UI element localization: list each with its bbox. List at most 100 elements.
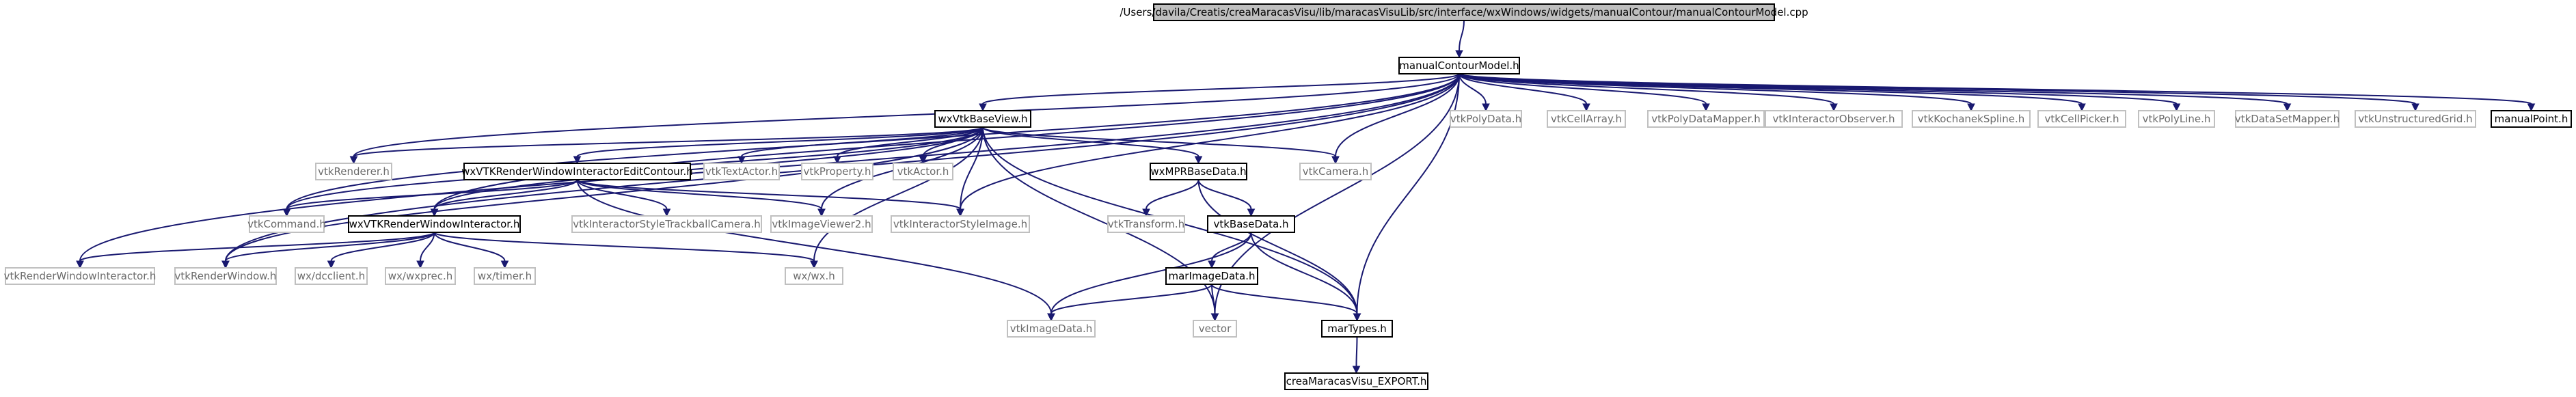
node-label: manualPoint.h xyxy=(2495,113,2568,125)
node-label: vtkCellPicker.h xyxy=(2044,113,2119,125)
edge-rwiec-to-viewer2 xyxy=(576,179,826,217)
edge-line xyxy=(741,126,984,157)
edge-line xyxy=(1250,232,1358,314)
node-box xyxy=(1321,320,1393,338)
node-box xyxy=(385,267,456,285)
node-label: wx/wxprec.h xyxy=(388,270,452,282)
node-polydata: vtkPolyData.h xyxy=(1450,110,1522,128)
edge-line xyxy=(1335,73,1460,157)
edge-arrowhead xyxy=(956,208,964,217)
node-box xyxy=(571,215,762,233)
node-label: vtkRenderWindow.h xyxy=(175,270,277,282)
node-label: wxVTKRenderWindowInteractor.h xyxy=(349,218,520,230)
edge-line xyxy=(225,232,435,262)
edge-arrowhead xyxy=(1353,313,1361,322)
edge-line xyxy=(1145,179,1199,210)
node-box xyxy=(703,163,780,180)
node-viewer2: vtkImageViewer2.h xyxy=(770,215,873,233)
edge-line xyxy=(1459,20,1465,51)
node-box xyxy=(249,215,325,233)
node-box xyxy=(1150,163,1247,180)
edge-arrowhead xyxy=(1047,313,1055,322)
node-label: marTypes.h xyxy=(1327,323,1387,335)
edge-mcm-to-iobserver xyxy=(1459,73,1838,112)
node-basedata[interactable]: vtkBaseData.h xyxy=(1207,215,1295,233)
node-transform: vtkTransform.h xyxy=(1107,215,1185,233)
edge-rwi-to-dcclient xyxy=(327,232,435,269)
edge-arrowhead xyxy=(1482,103,1490,112)
node-label: vtkInteractorObserver.h xyxy=(1772,113,1895,125)
edge-arrowhead xyxy=(2411,103,2419,112)
node-label: /Users/davila/Creatis/creaMaracasVisu/li… xyxy=(1120,6,1808,18)
edge-arrowhead xyxy=(1582,103,1590,112)
node-mprbase[interactable]: wxMPRBaseData.h xyxy=(1150,163,1247,180)
edge-cpp-to-mcm xyxy=(1455,20,1465,59)
edge-line xyxy=(353,126,984,157)
edge-arrowhead xyxy=(500,260,509,269)
node-wxwx: wx/wx.h xyxy=(785,267,843,285)
node-label: vtkRenderer.h xyxy=(318,165,390,178)
node-export[interactable]: creaMaracasVisu_EXPORT.h xyxy=(1284,372,1428,390)
node-label: vtkKochanekSpline.h xyxy=(1918,113,2024,125)
edge-rwiec-to-trackball xyxy=(576,179,671,217)
node-box xyxy=(2235,110,2340,128)
edge-arrowhead xyxy=(1967,103,1975,112)
node-camera: vtkCamera.h xyxy=(1299,163,1372,180)
node-label: vtkCamera.h xyxy=(1303,165,1369,178)
node-textactor: vtkTextActor.h xyxy=(703,163,780,180)
node-cellarray: vtkCellArray.h xyxy=(1547,110,1626,128)
node-label: vtkRenderWindowInteractor.h xyxy=(4,270,157,282)
edge-mprbase-to-basedata xyxy=(1197,179,1256,217)
edge-line xyxy=(1459,73,1707,105)
node-label: vtkDataSetMapper.h xyxy=(2235,113,2340,125)
edge-line xyxy=(1211,284,1216,314)
node-mcm[interactable]: manualContourModel.h xyxy=(1398,57,1520,74)
node-rwi[interactable]: wxVTKRenderWindowInteractor.h xyxy=(348,215,521,233)
edge-line xyxy=(576,179,961,210)
node-rwiec[interactable]: wxVTKRenderWindowInteractorEditContour.h xyxy=(461,163,693,180)
edge-line xyxy=(576,126,984,157)
node-cpp[interactable]: /Users/davila/Creatis/creaMaracasVisu/li… xyxy=(1120,3,1808,21)
node-marimage[interactable]: marImageData.h xyxy=(1165,267,1258,285)
edge-rwi-to-rwindow xyxy=(221,232,435,269)
edge-line xyxy=(79,232,435,262)
edge-rwiec-to-isimage xyxy=(576,179,964,217)
node-box xyxy=(1765,110,1903,128)
node-box xyxy=(785,267,843,285)
node-vector: vector xyxy=(1193,320,1237,338)
node-polyline: vtkPolyLine.h xyxy=(2138,110,2215,128)
node-renderer: vtkRenderer.h xyxy=(315,163,392,180)
edge-martypes-to-export xyxy=(1352,336,1361,374)
edge-arrowhead xyxy=(349,156,358,165)
node-dsmapper: vtkDataSetMapper.h xyxy=(2235,110,2340,128)
node-mpoint[interactable]: manualPoint.h xyxy=(2491,110,2572,128)
node-label: vtkBaseData.h xyxy=(1213,218,1288,230)
edge-rwi-to-wxprec xyxy=(416,232,435,269)
node-cellpicker: vtkCellPicker.h xyxy=(2037,110,2126,128)
edge-line xyxy=(960,126,984,210)
edge-marimage-to-imagedata xyxy=(1047,284,1212,322)
node-label: marImageData.h xyxy=(1168,270,1255,282)
node-rwinteractor: vtkRenderWindowInteractor.h xyxy=(4,267,157,285)
edge-line xyxy=(576,179,822,210)
node-martypes[interactable]: marTypes.h xyxy=(1321,320,1393,338)
node-label: vtkProperty.h xyxy=(803,165,871,178)
edge-arrowhead xyxy=(1455,50,1463,59)
edge-arrowhead xyxy=(76,260,84,269)
node-bview[interactable]: wxVtkBaseView.h xyxy=(934,110,1031,128)
node-label: vtkCommand.h xyxy=(247,218,326,230)
edge-line xyxy=(1459,73,2416,105)
node-timer: wx/timer.h xyxy=(474,267,536,285)
edge-line xyxy=(1197,179,1252,210)
node-actor: vtkActor.h xyxy=(893,163,953,180)
node-label: vtkUnstructuredGrid.h xyxy=(2358,113,2472,125)
edge-mcm-to-bview xyxy=(979,73,1460,112)
edge-line xyxy=(1459,73,2532,105)
edge-line xyxy=(1050,232,1252,314)
edge-bview-to-rwiec xyxy=(573,126,984,165)
node-box xyxy=(5,267,155,285)
node-box xyxy=(295,267,368,285)
edge-mcm-to-isimage xyxy=(956,73,1460,217)
node-box xyxy=(474,267,536,285)
edge-arrowhead xyxy=(2172,103,2181,112)
